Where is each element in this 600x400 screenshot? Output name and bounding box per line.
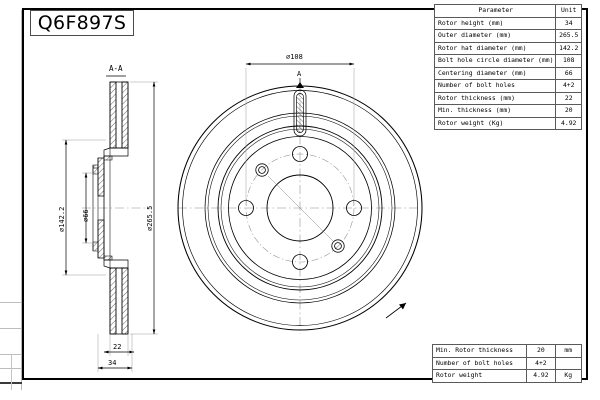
pilot-hole-upper-left-inner (258, 166, 266, 174)
hat-diameter-label: ⌀142.2 (58, 206, 66, 232)
table-row: Number of bolt holes 4+2 (433, 79, 582, 93)
parameter-name: Rotor thickness (mm) (433, 91, 557, 105)
vent-slot (293, 89, 307, 137)
bolt-hole-bottom (292, 254, 308, 270)
pilot-hole-upper-left-outer (255, 163, 269, 177)
pilot-holes (255, 163, 345, 253)
parameter-value: 142.2 (555, 41, 582, 55)
summary-label: Rotor weight (431, 369, 528, 383)
summary-value: 4.92 (526, 369, 556, 383)
centering-diameter-dimension (82, 172, 96, 244)
summary-value: 20 (526, 344, 556, 358)
parameter-value: 108 (555, 54, 582, 68)
table-row: Bolt hole circle diameter (mm) 108 (433, 54, 582, 68)
parameter-table: Parameter Unit Rotor height (mm) 34 Oute… (433, 4, 582, 130)
rotor-hat-face-circle (228, 136, 372, 280)
summary-label: Min. Rotor thickness (431, 344, 528, 358)
table-row: Min. thickness (mm) 20 (433, 104, 582, 118)
summary-value: 4+2 (526, 356, 556, 370)
parameter-name: Rotor weight (Kg) (433, 116, 557, 130)
margin-strip-table (0, 10, 22, 390)
parameter-name: Bolt hole circle diameter (mm) (433, 54, 557, 68)
front-view (177, 62, 423, 334)
table-row: Rotor thickness (mm) 22 (433, 91, 582, 105)
parameter-table-header-row: Parameter Unit (433, 4, 582, 18)
summary-unit: Kg (554, 369, 583, 383)
parameter-value: 4.92 (555, 116, 582, 130)
parameter-name: Rotor height (mm) (433, 16, 557, 30)
table-row: Centering diameter (mm) 66 (433, 66, 582, 80)
bolt-hole-top (292, 146, 308, 162)
table-row: Number of bolt holes 4+2 (431, 356, 583, 370)
parameter-value: 4+2 (555, 79, 582, 93)
parameter-value: 22 (555, 91, 582, 105)
section-letter-top-label: A (297, 70, 302, 78)
outer-diameter-label: ⌀265.5 (146, 205, 154, 231)
parameter-header-unit: Unit (555, 4, 582, 18)
part-number-text: Q6F897S (37, 12, 127, 34)
parameter-value: 265.5 (555, 29, 582, 43)
section-lower-hat-wall (92, 219, 129, 269)
section-upper-hat-wall (92, 147, 129, 197)
summary-label: Number of bolt holes (431, 356, 528, 370)
centering-bore-circle (266, 174, 334, 242)
rotor-thickness-label: 22 (113, 343, 122, 351)
section-cut-top-marker (296, 78, 304, 88)
parameter-name: Number of bolt holes (433, 79, 557, 93)
table-row: Rotor weight (Kg) 4.92 (433, 116, 582, 130)
table-row: Rotor hat diameter (mm) 142.2 (433, 41, 582, 55)
rotor-height-label: 34 (108, 359, 117, 367)
rotor-thickness-dimension (103, 334, 135, 356)
table-row: Min. Rotor thickness 20 mm (431, 344, 583, 358)
pilot-hole-lower-right-outer (331, 239, 345, 253)
bolt-circle-dimension (245, 62, 355, 205)
centering-diameter-label: ⌀66 (82, 209, 90, 222)
summary-table: Min. Rotor thickness 20 mm Number of bol… (431, 344, 583, 383)
section-upper-friction-ring (109, 81, 129, 149)
outer-diameter-dimension (130, 81, 158, 335)
section-view-a-a (62, 75, 158, 372)
parameter-value: 20 (555, 104, 582, 118)
table-row: Rotor height (mm) 34 (433, 16, 582, 30)
part-number-title: Q6F897S (30, 10, 134, 36)
rotor-height-dimension (97, 334, 133, 372)
bolt-circle-diameter-label: ⌀108 (286, 53, 303, 61)
hat-diameter-dimension (62, 139, 106, 276)
section-cut-bottom-marker (385, 302, 407, 319)
parameter-name: Rotor hat diameter (mm) (433, 41, 557, 55)
section-mounting-face (103, 148, 111, 268)
parameter-value: 66 (555, 66, 582, 80)
parameter-header-name: Parameter (433, 4, 557, 18)
section-title-a-a: A-A (109, 64, 123, 73)
hub-diagonal-construction-line (267, 175, 334, 242)
summary-unit: mm (554, 344, 583, 358)
pilot-hole-lower-right-inner (334, 242, 342, 250)
parameter-name: Centering diameter (mm) (433, 66, 557, 80)
table-row: Rotor weight 4.92 Kg (431, 369, 583, 383)
section-lower-friction-ring (109, 267, 129, 335)
bolt-hole-circle (245, 153, 355, 263)
rotor-friction-edge-circle (182, 90, 418, 326)
table-row: Outer diameter (mm) 265.5 (433, 29, 582, 43)
parameter-value: 34 (555, 16, 582, 30)
parameter-name: Min. thickness (mm) (433, 104, 557, 118)
summary-unit (554, 356, 583, 370)
parameter-name: Outer diameter (mm) (433, 29, 557, 43)
